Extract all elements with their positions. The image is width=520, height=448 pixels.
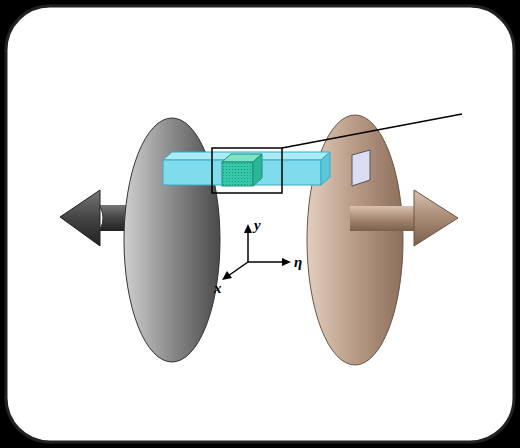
axis-label: x	[214, 281, 222, 296]
axis-label: y	[254, 218, 261, 233]
axis-label: η	[294, 255, 302, 270]
